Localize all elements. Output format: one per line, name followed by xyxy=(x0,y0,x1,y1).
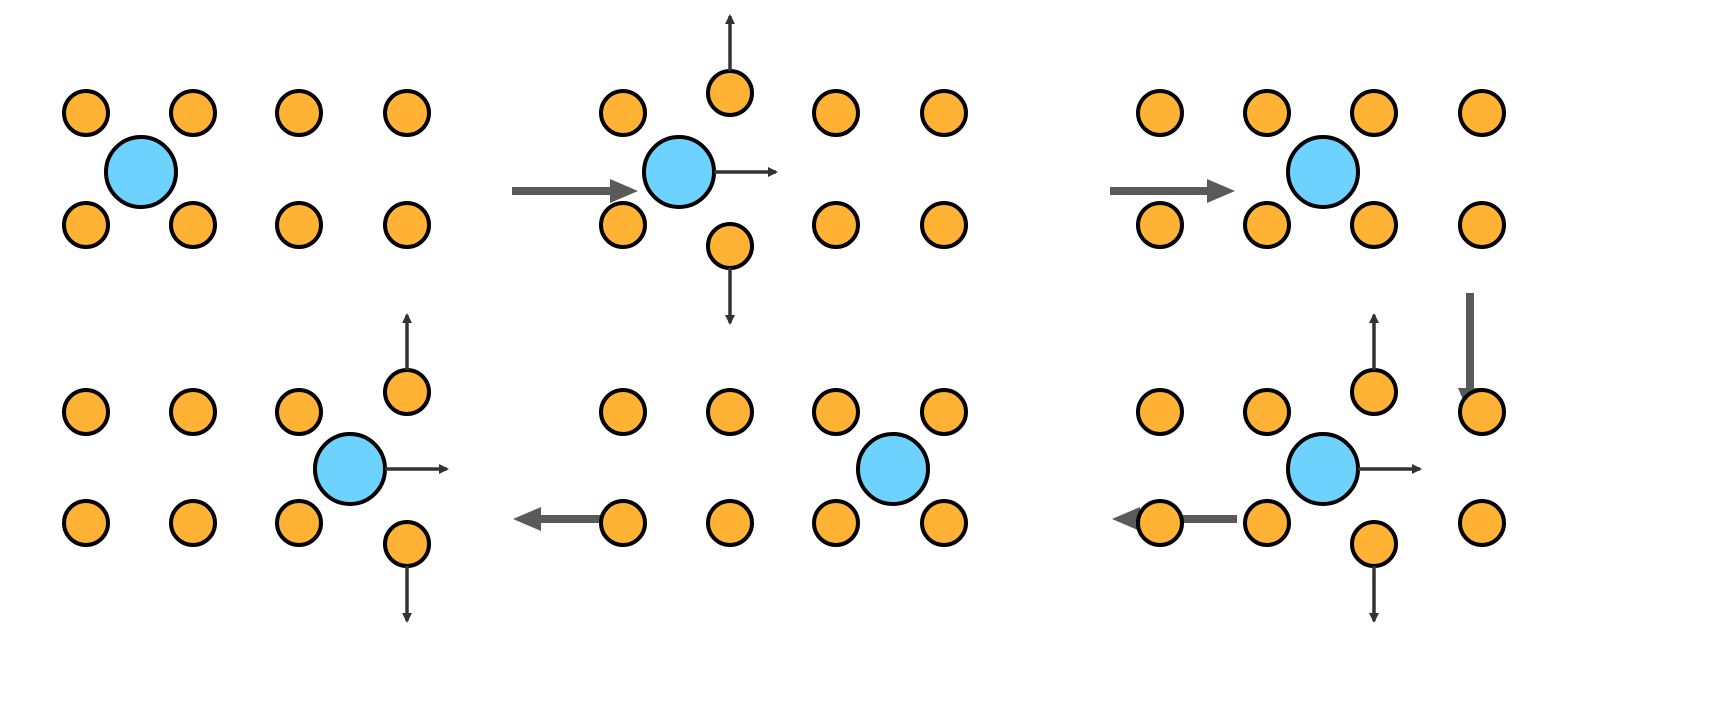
process-arrow-2-to-3 xyxy=(1110,179,1235,203)
small-atom xyxy=(1243,499,1291,547)
small-atom xyxy=(599,89,647,137)
small-atom xyxy=(706,222,754,270)
interstitial-atom xyxy=(313,432,387,506)
small-atom xyxy=(275,388,323,436)
panel-3 xyxy=(1136,89,1506,249)
small-atom xyxy=(1136,89,1184,137)
small-atom xyxy=(920,499,968,547)
small-atom xyxy=(920,201,968,249)
process-arrow-5-to-6 xyxy=(513,507,638,531)
interstitial-atom xyxy=(642,135,716,209)
small-atom xyxy=(706,499,754,547)
small-atom xyxy=(169,388,217,436)
diagram-panels xyxy=(62,14,1506,623)
process-arrow-1-to-2 xyxy=(512,179,638,203)
small-atom xyxy=(599,201,647,249)
small-atom xyxy=(812,499,860,547)
process-arrow-3-to-4 xyxy=(1458,293,1482,416)
panel-5 xyxy=(599,388,968,547)
small-atom xyxy=(169,499,217,547)
small-atom xyxy=(706,69,754,117)
small-atom xyxy=(1458,201,1506,249)
small-atom xyxy=(1350,520,1398,568)
small-atom xyxy=(169,89,217,137)
small-atom xyxy=(920,89,968,137)
small-atom xyxy=(1243,89,1291,137)
small-atom xyxy=(1136,201,1184,249)
small-atom xyxy=(812,388,860,436)
small-atom xyxy=(383,520,431,568)
small-atom xyxy=(1350,368,1398,416)
small-atom xyxy=(1243,201,1291,249)
small-atom xyxy=(599,388,647,436)
small-atom xyxy=(275,89,323,137)
small-atom xyxy=(1458,499,1506,547)
panel-6 xyxy=(62,313,449,623)
small-atom xyxy=(1136,499,1184,547)
small-atom xyxy=(275,499,323,547)
interstitial-atom xyxy=(1286,432,1360,506)
interstitial-atom xyxy=(856,432,930,506)
small-atom xyxy=(920,388,968,436)
small-atom xyxy=(275,201,323,249)
small-atom xyxy=(383,201,431,249)
interstitial-atom xyxy=(1286,135,1360,209)
small-atom xyxy=(1136,388,1184,436)
small-atom xyxy=(1350,201,1398,249)
interstitial-atom xyxy=(104,135,178,209)
small-atom xyxy=(62,388,110,436)
small-atom xyxy=(812,201,860,249)
small-atom xyxy=(383,89,431,137)
small-atom xyxy=(1458,388,1506,436)
small-atom xyxy=(169,201,217,249)
small-atom xyxy=(812,89,860,137)
small-atom xyxy=(62,89,110,137)
small-atom xyxy=(599,499,647,547)
small-atom xyxy=(62,499,110,547)
small-atom xyxy=(62,201,110,249)
small-atom xyxy=(1243,388,1291,436)
panel-2 xyxy=(599,14,968,325)
small-atom xyxy=(1350,89,1398,137)
small-atom xyxy=(383,368,431,416)
small-atom xyxy=(706,388,754,436)
panel-4 xyxy=(1136,313,1506,623)
panel-1 xyxy=(62,89,431,249)
small-atom xyxy=(1458,89,1506,137)
